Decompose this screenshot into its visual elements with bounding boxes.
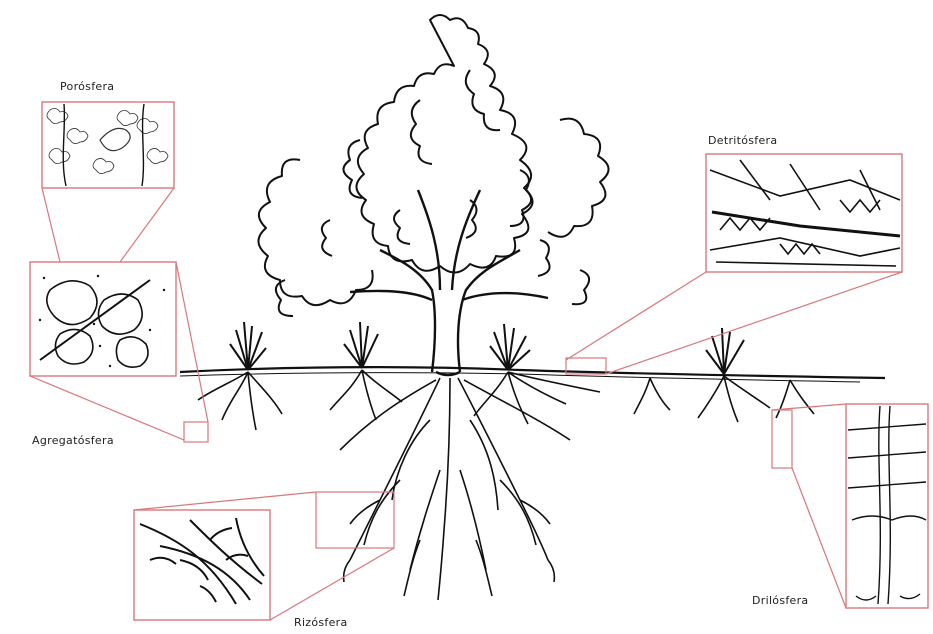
grass-tufts	[230, 322, 744, 374]
ground-surface	[180, 367, 885, 382]
label-rizosfera: Rizósfera	[294, 616, 348, 629]
callout-source-boxes	[184, 358, 792, 548]
inset-rizosfera	[134, 510, 270, 620]
inset-drilosfera	[846, 404, 928, 608]
label-drilosfera: Drilósfera	[752, 594, 808, 607]
inset-porosfera	[42, 102, 174, 188]
label-agregatosfera: Agregatósfera	[32, 434, 114, 447]
root-systems	[198, 370, 814, 600]
inset-detritosfera	[706, 154, 902, 272]
label-porosfera: Porósfera	[60, 80, 114, 93]
inset-agregatosfera	[30, 262, 176, 376]
tree-trunk	[350, 190, 548, 375]
label-detritosfera: Detritósfera	[708, 134, 777, 147]
tree-canopy	[258, 15, 608, 316]
